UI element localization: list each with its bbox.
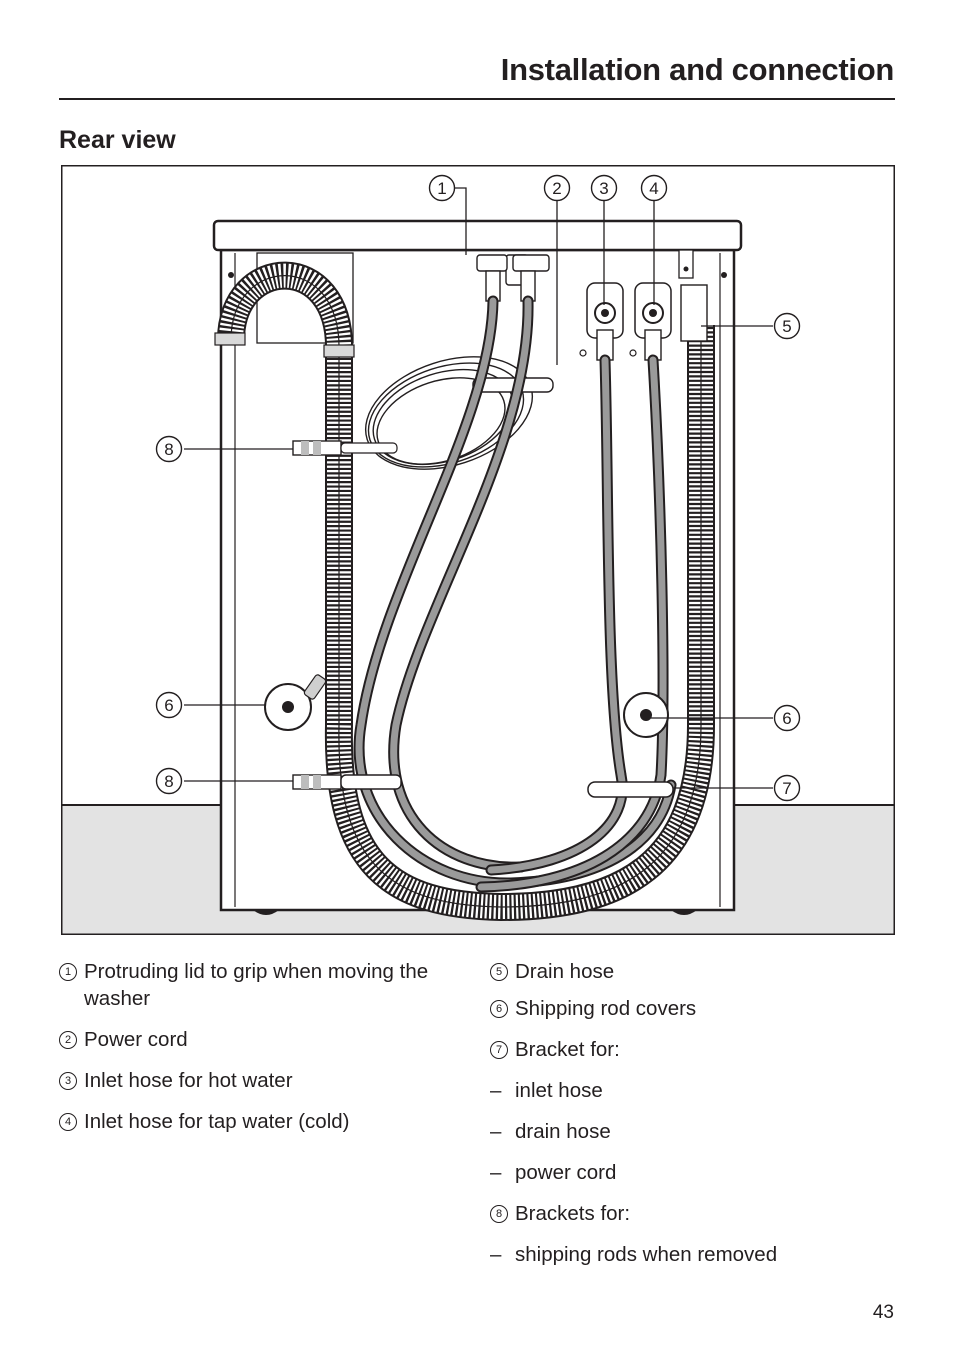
legend-item-1: 1 Protruding lid to grip when moving the…	[59, 958, 459, 1012]
legend-text: Shipping rod covers	[515, 997, 697, 1020]
callout-8-lower: 8	[164, 772, 173, 791]
dash: –	[490, 1161, 502, 1184]
legend-text: Inlet hose for hot water	[84, 1069, 293, 1092]
legend-sub-text: drain hose	[515, 1120, 611, 1143]
legend-text: Brackets for:	[515, 1202, 631, 1225]
legend-number: 5	[490, 963, 508, 981]
dash: –	[490, 1243, 502, 1266]
callout-1: 1	[437, 179, 446, 198]
legend-text: Protruding lid to grip when moving the w…	[84, 960, 429, 1010]
legend-number: 1	[59, 963, 77, 981]
legend-sub-text: inlet hose	[515, 1079, 603, 1102]
legend-sub-text: shipping rods when removed	[515, 1243, 778, 1266]
legend-sub-item: – power cord	[490, 1159, 890, 1186]
drain-hose	[214, 261, 715, 922]
legend-sub-item: – inlet hose	[490, 1077, 890, 1104]
legend-text: Drain hose	[515, 960, 615, 983]
legend-number: 3	[59, 1072, 77, 1090]
legend-right-column: 5 Drain hose 6 Shipping rod covers 7 Bra…	[490, 958, 890, 1282]
legend-item-4: 4 Inlet hose for tap water (cold)	[59, 1108, 459, 1135]
dash: –	[490, 1079, 502, 1102]
header-rule	[59, 98, 895, 100]
callout-circle	[428, 174, 456, 202]
callout-5: 5	[782, 317, 791, 336]
rear-view-figure: 1 2 3 4 5 8 6 8 6 7	[61, 165, 895, 935]
legend-item-3: 3 Inlet hose for hot water	[59, 1067, 459, 1094]
callout-8-upper: 8	[164, 440, 173, 459]
foot-left	[253, 910, 279, 915]
legend-item-2: 2 Power cord	[59, 1026, 459, 1053]
shipping-rod-cover-left	[264, 674, 327, 731]
callout-2: 2	[552, 179, 561, 198]
legend-number: 2	[59, 1031, 77, 1049]
bracket-7	[587, 781, 674, 798]
callout-3: 3	[599, 179, 608, 198]
legend-item-7: 7 Bracket for:	[490, 1036, 890, 1063]
section-title: Rear view	[59, 126, 176, 154]
rear-view-drawing: 1 2 3 4 5 8 6 8 6 7	[61, 165, 895, 935]
shipping-rod-cover-right	[623, 692, 669, 738]
legend-sub-text: power cord	[515, 1161, 617, 1184]
foot-right	[671, 910, 697, 915]
legend-number: 8	[490, 1205, 508, 1223]
legend-left-column: 1 Protruding lid to grip when moving the…	[59, 958, 459, 1149]
callout-7: 7	[782, 779, 791, 798]
legend-text: Inlet hose for tap water (cold)	[84, 1110, 350, 1133]
page-header-title: Installation and connection	[500, 52, 895, 87]
legend-number: 7	[490, 1041, 508, 1059]
legend-item-8: 8 Brackets for:	[490, 1200, 890, 1227]
page-number: 43	[872, 1302, 894, 1323]
legend-item-5: 5 Drain hose	[490, 958, 890, 985]
bracket-upper	[292, 440, 398, 456]
legend-text: Power cord	[84, 1028, 188, 1051]
callout-6-left: 6	[164, 696, 173, 715]
hot-water-valve	[579, 282, 624, 361]
legend-item-6: 6 Shipping rod covers	[490, 995, 890, 1022]
legend-number: 4	[59, 1113, 77, 1131]
protruding-lid	[212, 219, 743, 252]
legend-text: Bracket for:	[515, 1038, 620, 1061]
bracket-lower	[292, 774, 402, 790]
legend-sub-item: – shipping rods when removed	[490, 1241, 890, 1268]
callout-4: 4	[649, 179, 658, 198]
legend-sub-item: – drain hose	[490, 1118, 890, 1145]
cold-water-valve	[629, 282, 672, 361]
legend-number: 6	[490, 1000, 508, 1018]
dash: –	[490, 1120, 502, 1143]
callout-6-right: 6	[782, 709, 791, 728]
